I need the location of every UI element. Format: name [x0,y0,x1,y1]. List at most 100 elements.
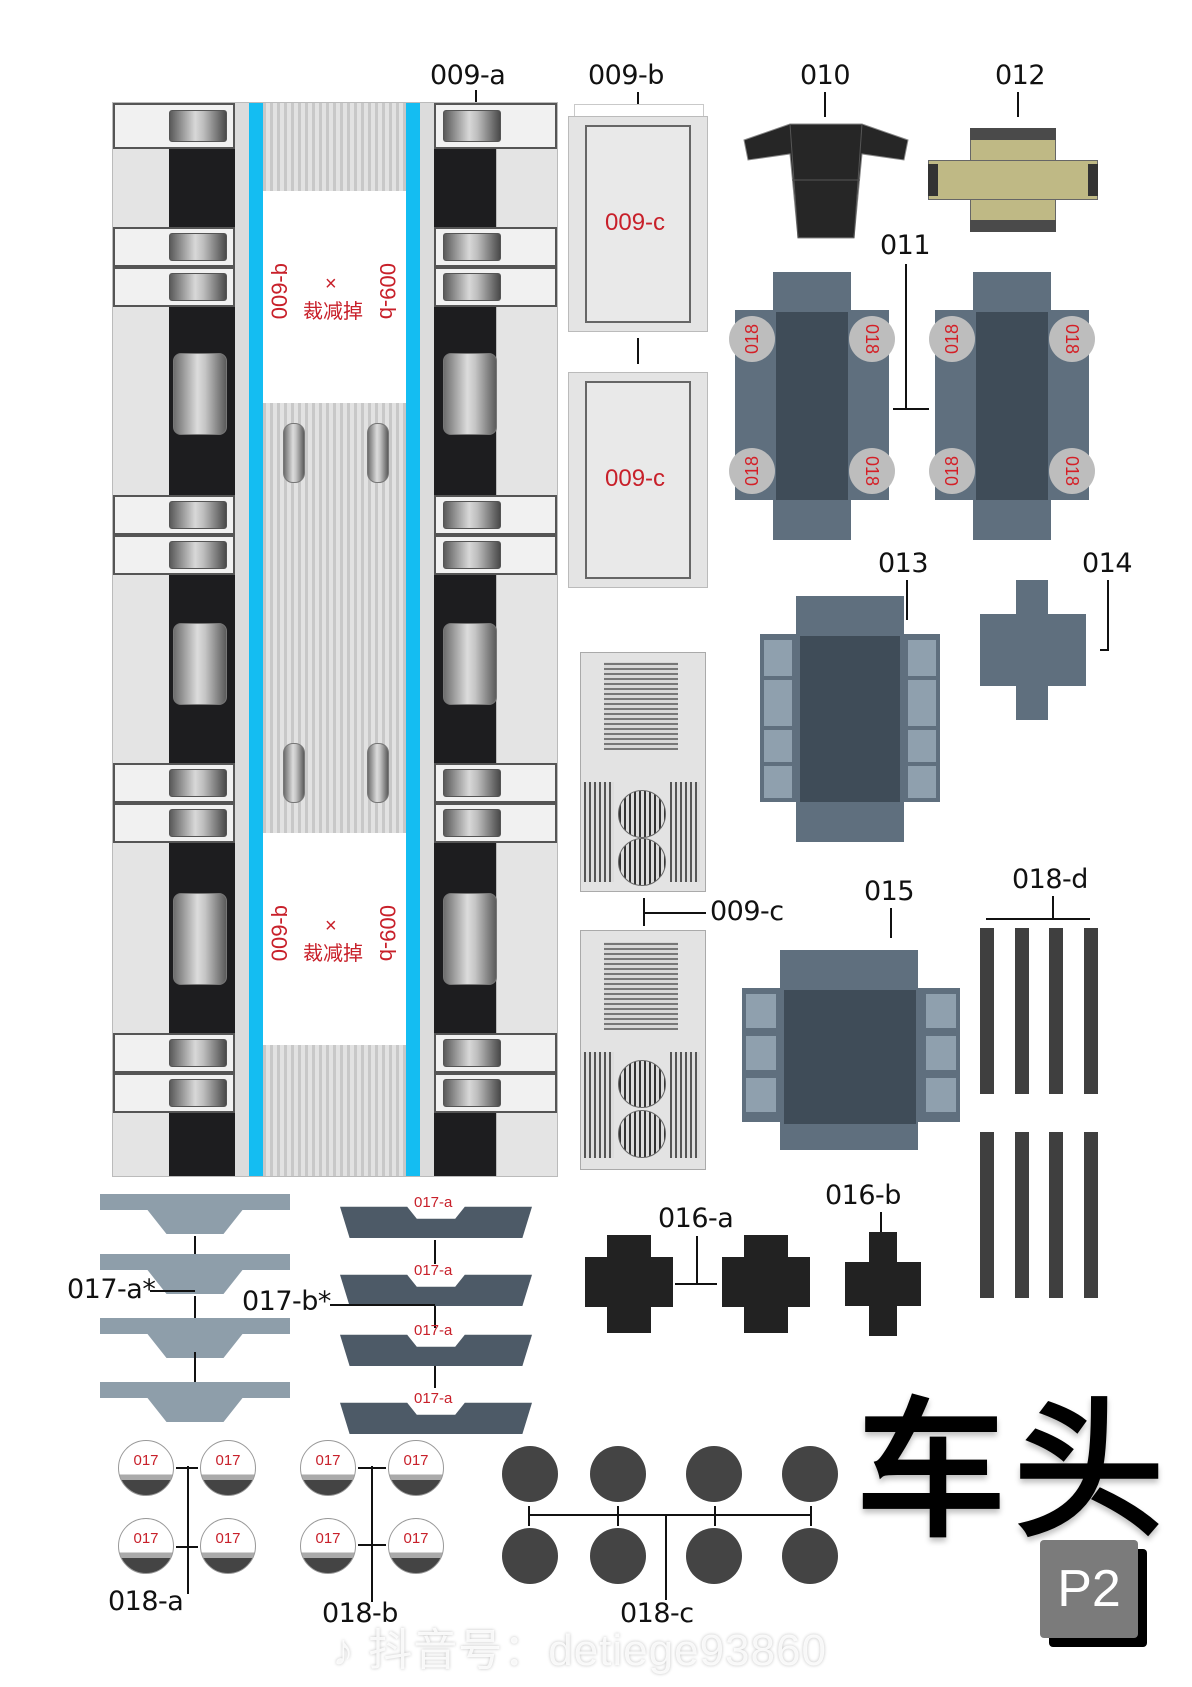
cut-area-top: 009-b 009-b × 裁减掉 [263,191,406,403]
part-013-box [760,596,940,842]
label-014: 014 [1082,548,1133,579]
leader-009-a [475,90,477,102]
leader-018-c-t4 [810,1506,812,1526]
frame-017-b-1: 017-a [340,1190,532,1238]
wheel-018-a-4: 017 [200,1518,256,1574]
cut-side-label-left: 009-b [267,263,292,320]
leader-016-b [880,1212,882,1232]
disc-018-c-4 [782,1446,838,1502]
left-window-5 [169,541,227,569]
cut-instruction: 裁减掉 [303,301,363,323]
left-window-8 [169,1039,227,1067]
wheel-018-a-1: 017 [118,1440,174,1496]
disc-018-c-1 [502,1446,558,1502]
left-door-1 [173,353,227,435]
label-013: 013 [878,548,929,579]
right-door-3 [443,893,497,985]
right-door-2 [443,623,497,705]
part-016-a-1 [585,1235,673,1333]
leader-018-c [665,1514,667,1600]
label-017-b-star: 017-b* [242,1286,331,1317]
part-016-b [845,1232,921,1336]
disc-018-c-2 [590,1446,646,1502]
leader-017-b-3 [434,1366,436,1388]
leader-018-b-h2 [358,1544,386,1546]
stick-018-d-6 [1015,1132,1029,1298]
wheel-018-b-3: 017 [300,1518,356,1574]
leader-009-b [637,92,639,114]
leader-018-c-t3 [714,1506,716,1526]
label-018-b: 018-b [322,1598,398,1629]
label-009-c: 009-c [710,896,784,927]
cut-x-mark: × [325,273,337,295]
stick-018-d-1 [980,928,994,1094]
right-inner-wall [420,103,434,1176]
left-window-6 [169,769,227,797]
right-window-7 [443,809,501,837]
right-blue-stripe [406,103,420,1176]
label-016-a: 016-a [658,1203,734,1234]
leader-017-b-1 [434,1240,436,1264]
page-title: 车头 [856,1385,1173,1559]
label-012: 012 [995,60,1046,91]
stick-018-d-8 [1084,1132,1098,1298]
label-010: 010 [800,60,851,91]
label-016-b: 016-b [825,1180,901,1211]
stick-018-d-4 [1084,928,1098,1094]
leader-018-d-horiz [986,918,1090,920]
leader-011 [905,264,907,409]
leader-017-b-2 [434,1306,436,1328]
wheel-018-b-4: 017 [388,1518,444,1574]
mech-unit-009-c-2 [580,930,706,1180]
leader-018-c-horiz [528,1514,812,1516]
leader-018-c-t2 [617,1506,619,1526]
stick-018-d-3 [1049,928,1063,1094]
page-badge: P2 [1040,1540,1138,1638]
cut-side-label-right-2: 009-b [375,905,400,962]
label-018-d: 018-d [1012,864,1088,895]
label-011: 011 [880,230,931,261]
part-014-cross [980,580,1086,720]
frame-017-a-4 [100,1382,290,1422]
right-window-2 [443,233,501,261]
part-016-a-2 [722,1235,810,1333]
wheel-label-018: 018 [729,316,775,362]
body-strip-009-a: 009-b 009-b × 裁减掉 009-b 009-b × 裁减掉 [112,102,558,1177]
roof-handle-3 [283,743,305,803]
left-door-3 [173,893,227,985]
right-window-1 [443,110,501,142]
cut-instruction-2: 裁减掉 [303,943,363,965]
roof-handle-4 [367,743,389,803]
right-window-5 [443,541,501,569]
leader-018-b-h1 [358,1467,386,1469]
disc-018-c-7 [686,1528,742,1584]
tiktok-icon: ♪ [332,1626,355,1675]
bogie-011-right: 018 018 018 018 [929,272,1095,540]
leader-009-c-horiz [643,912,706,914]
label-015: 015 [864,876,915,907]
left-blue-stripe [249,103,263,1176]
mech-unit-009-c-1 [580,640,706,892]
right-window-8 [443,1039,501,1067]
leader-016-a-horiz [675,1283,717,1285]
right-window-4 [443,501,501,529]
tab-009-b-top [574,104,704,117]
disc-018-c-6 [590,1528,646,1584]
label-018-c: 018-c [620,1598,694,1629]
right-door-1 [443,353,497,435]
disc-018-c-5 [502,1528,558,1584]
watermark-text: 抖音号：detiege93860 [368,1626,827,1675]
wheel-018-b-1: 017 [300,1440,356,1496]
leader-016-a [696,1236,698,1284]
leader-017-a-3 [194,1352,196,1382]
panel-009-b-bottom: 009-c [568,372,708,588]
leader-009-b-mid [637,338,639,364]
left-window-2 [169,233,227,261]
wheel-018-a-2: 017 [200,1440,256,1496]
leader-011-cross [893,408,929,410]
roof-handle-2 [367,423,389,483]
leader-015 [890,908,892,938]
frame-017-b-3: 017-a [340,1318,532,1366]
leader-018-b [371,1466,373,1602]
leader-013 [906,580,908,620]
